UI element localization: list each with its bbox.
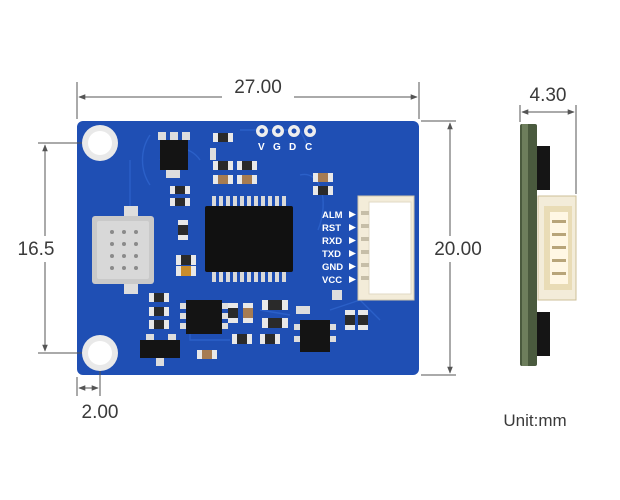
transistor-lower-right	[294, 320, 336, 352]
pcb-top-view: V G D C	[77, 121, 419, 375]
main-ic	[205, 196, 293, 282]
transistor-bottom	[140, 334, 180, 366]
width-label: 27.00	[234, 77, 282, 98]
transistor-lower-left	[180, 300, 228, 334]
pin-label-gnd: GND	[322, 262, 343, 273]
hole-offset-label: 2.00	[82, 402, 119, 423]
connector-top-view	[357, 195, 415, 301]
pcb-side-view	[520, 124, 577, 366]
pad-label-c: C	[305, 142, 312, 153]
pin-label-rxd: RXD	[322, 236, 342, 247]
transistor-top	[158, 132, 190, 178]
hole-spacing-label: 16.5	[18, 239, 55, 260]
mounting-hole-bottom-left	[82, 335, 118, 371]
pad-label-g: G	[273, 142, 281, 153]
mounting-hole-top-left	[82, 125, 118, 161]
pin-label-alm: ALM	[322, 210, 343, 221]
unit-label: Unit:mm	[503, 411, 566, 430]
pin-label-rst: RST	[322, 223, 341, 234]
thickness-label: 4.30	[530, 85, 567, 106]
pad-label-d: D	[289, 142, 296, 153]
pin-label-txd: TXD	[322, 249, 341, 260]
height-label: 20.00	[434, 239, 482, 260]
pin-label-vcc: VCC	[322, 275, 342, 286]
passive-components	[149, 133, 368, 359]
pin-label-group: ALM RST RXD TXD GND VCC	[322, 210, 356, 286]
pad-label-v: V	[258, 142, 265, 153]
header-pads: V G D C	[256, 125, 316, 153]
sensor-module	[92, 206, 154, 294]
